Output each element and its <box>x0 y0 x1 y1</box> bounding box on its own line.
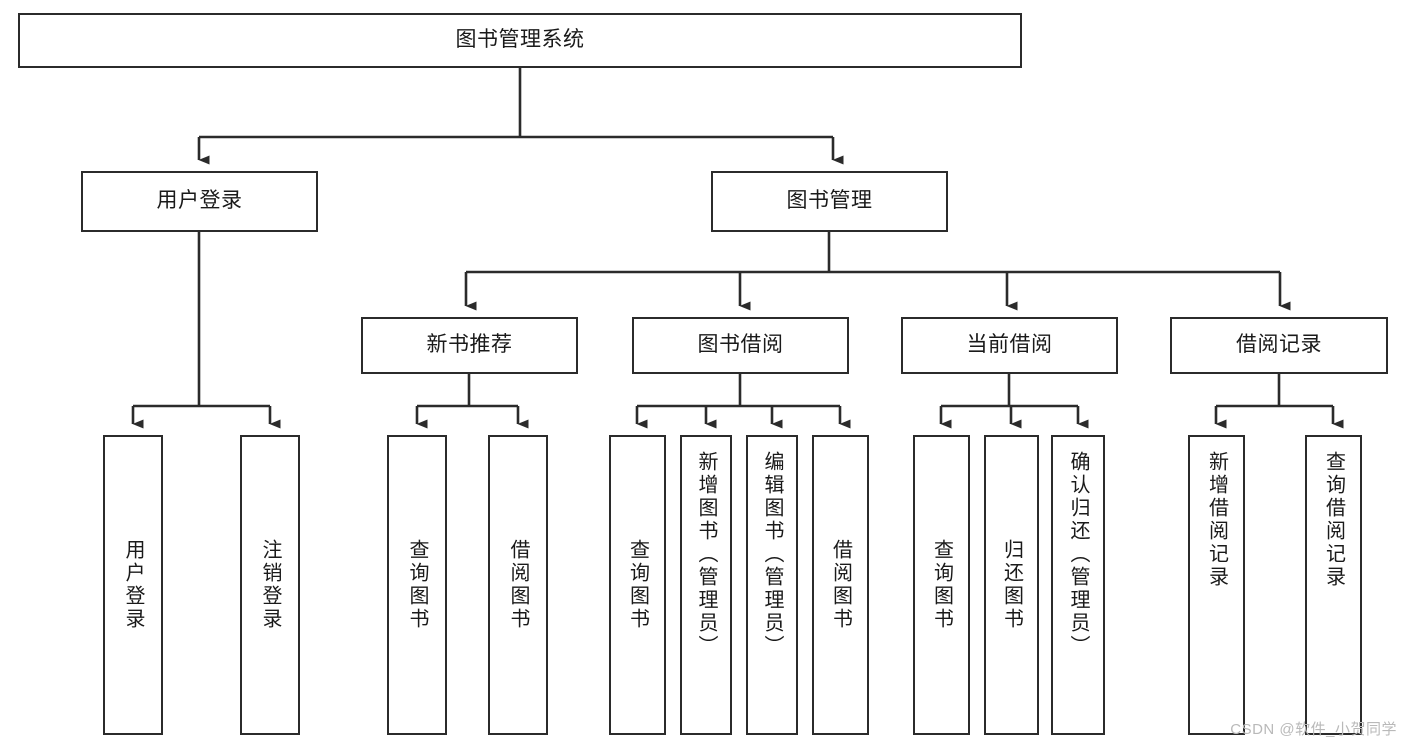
node-leaf-borrow-book-2[interactable]: 借阅图书 <box>812 435 869 735</box>
node-leaf-borrow-book-1-label: 借阅图书 <box>507 539 529 631</box>
node-user-login-label: 用户登录 <box>156 189 243 213</box>
node-book-manage-label: 图书管理 <box>786 189 873 213</box>
node-leaf-logout-login-label: 注销登录 <box>259 539 281 631</box>
node-leaf-query-book-3-label: 查询图书 <box>930 539 953 631</box>
node-leaf-return-book[interactable]: 归还图书 <box>984 435 1039 735</box>
node-leaf-add-book-admin[interactable]: 新增图书（管理员） <box>680 435 732 735</box>
node-borrow-record[interactable]: 借阅记录 <box>1170 317 1388 374</box>
node-book-borrow[interactable]: 图书借阅 <box>632 317 849 374</box>
node-book-manage[interactable]: 图书管理 <box>711 171 948 232</box>
node-root-label: 图书管理系统 <box>455 28 585 52</box>
node-leaf-borrow-book-1[interactable]: 借阅图书 <box>488 435 548 735</box>
node-leaf-logout-login[interactable]: 注销登录 <box>240 435 300 735</box>
watermark: CSDN @软件_小贺同学 <box>1230 721 1397 738</box>
node-leaf-confirm-return-admin[interactable]: 确认归还（管理员） <box>1051 435 1105 735</box>
node-leaf-user-login-label: 用户登录 <box>122 539 144 631</box>
node-book-borrow-label: 图书借阅 <box>697 333 784 357</box>
node-leaf-edit-book-admin[interactable]: 编辑图书（管理员） <box>746 435 798 735</box>
node-leaf-query-book-2[interactable]: 查询图书 <box>609 435 666 735</box>
node-leaf-query-book-1[interactable]: 查询图书 <box>387 435 447 735</box>
node-new-book-recommend-label: 新书推荐 <box>426 333 513 357</box>
node-root[interactable]: 图书管理系统 <box>18 13 1022 68</box>
edges-newbook-to-leaves <box>415 374 529 429</box>
edges-userlogin-to-leaves <box>131 232 281 429</box>
node-leaf-query-book-2-label: 查询图书 <box>626 539 649 631</box>
edges-borrowrecord-to-leaves <box>1214 374 1344 429</box>
edges-root-to-level2 <box>197 68 844 165</box>
node-leaf-confirm-return-admin-label: 确认归还（管理员） <box>1067 451 1089 658</box>
node-leaf-return-book-label: 归还图书 <box>1000 539 1023 631</box>
node-leaf-add-borrow-record-label: 新增借阅记录 <box>1205 451 1228 589</box>
edges-currentborrow-to-leaves <box>939 374 1089 429</box>
edges-bookborrow-to-leaves <box>635 374 851 429</box>
node-leaf-add-book-admin-label: 新增图书（管理员） <box>695 451 717 658</box>
node-leaf-query-borrow-record[interactable]: 查询借阅记录 <box>1305 435 1362 735</box>
node-leaf-borrow-book-2-label: 借阅图书 <box>829 539 852 631</box>
node-new-book-recommend[interactable]: 新书推荐 <box>361 317 578 374</box>
node-leaf-add-borrow-record[interactable]: 新增借阅记录 <box>1188 435 1245 735</box>
node-borrow-record-label: 借阅记录 <box>1236 333 1322 357</box>
node-leaf-query-book-1-label: 查询图书 <box>406 539 428 631</box>
node-current-borrow[interactable]: 当前借阅 <box>901 317 1118 374</box>
node-leaf-query-book-3[interactable]: 查询图书 <box>913 435 970 735</box>
node-leaf-user-login[interactable]: 用户登录 <box>103 435 163 735</box>
node-leaf-query-borrow-record-label: 查询借阅记录 <box>1322 451 1345 589</box>
node-current-borrow-label: 当前借阅 <box>966 333 1053 357</box>
edges-bookmanage-to-level3 <box>464 232 1291 311</box>
node-leaf-edit-book-admin-label: 编辑图书（管理员） <box>761 451 783 658</box>
node-user-login[interactable]: 用户登录 <box>81 171 318 232</box>
